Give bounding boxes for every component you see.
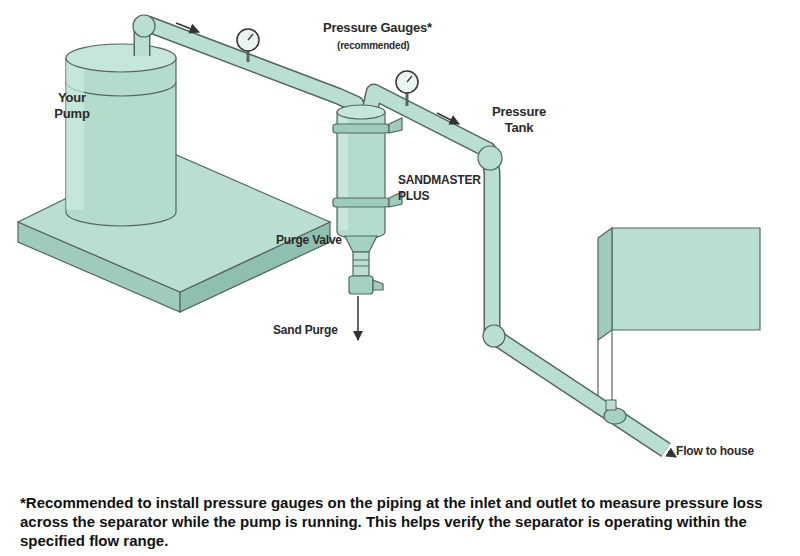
- pipe-outline: [142, 24, 358, 112]
- pressure-tank-panel: [598, 228, 760, 405]
- part-label: Your Pump: [44, 90, 100, 122]
- gauge-needle: [407, 76, 412, 82]
- fitting-cap: [606, 400, 616, 410]
- panel-face: [612, 228, 760, 330]
- gauge-stem: [247, 50, 250, 62]
- pump-top: [66, 44, 176, 72]
- separator-reducer: [345, 236, 377, 252]
- flow-arrow: [668, 452, 676, 457]
- sand-separator: [333, 105, 402, 340]
- stem-ridge: [353, 260, 369, 261]
- pipe-fill: [370, 92, 666, 450]
- part-label: (recommended): [337, 38, 409, 54]
- footnote-caption: *Recommended to install pressure gauges …: [20, 493, 790, 550]
- part-label: Flow to house: [676, 443, 754, 459]
- pressure-gauge: [396, 71, 418, 106]
- stem-ridge: [353, 266, 369, 267]
- part-label: Pressure Gauges*: [323, 20, 432, 36]
- part-label: Sand Purge: [273, 322, 338, 338]
- separator-top: [337, 105, 385, 119]
- pipe-elbow: [133, 15, 155, 37]
- panel-support: [611, 330, 612, 400]
- flow-arrow: [437, 113, 459, 124]
- pipe-outline: [370, 92, 666, 450]
- part-label: SANDMASTER PLUS: [398, 172, 480, 204]
- pipe-elbow: [483, 325, 505, 347]
- pipe-elbow: [478, 146, 502, 170]
- outlet-pipe: [370, 92, 676, 457]
- gauge-needle: [248, 34, 253, 40]
- part-label: Pressure Tank: [488, 104, 550, 136]
- mounting-bracket: [333, 198, 389, 207]
- gauge-dial: [396, 71, 418, 93]
- mounting-bracket: [333, 124, 389, 133]
- purge-stem: [353, 252, 369, 276]
- pump-highlight: [66, 60, 84, 210]
- valve-handle: [373, 280, 383, 290]
- part-label: Purge Valve: [276, 232, 342, 248]
- pipe-fill: [142, 24, 358, 112]
- pump-cylinder: [66, 58, 176, 226]
- pump-body: [66, 44, 176, 226]
- purge-valve-body: [349, 276, 373, 294]
- bracket-plate: [389, 118, 402, 133]
- gauge-dial: [237, 29, 259, 51]
- flow-arrow: [176, 23, 199, 32]
- purge-arrow: [357, 296, 359, 340]
- pressure-gauge: [237, 29, 259, 62]
- panel-edge: [598, 228, 612, 340]
- gauge-stem: [406, 92, 409, 106]
